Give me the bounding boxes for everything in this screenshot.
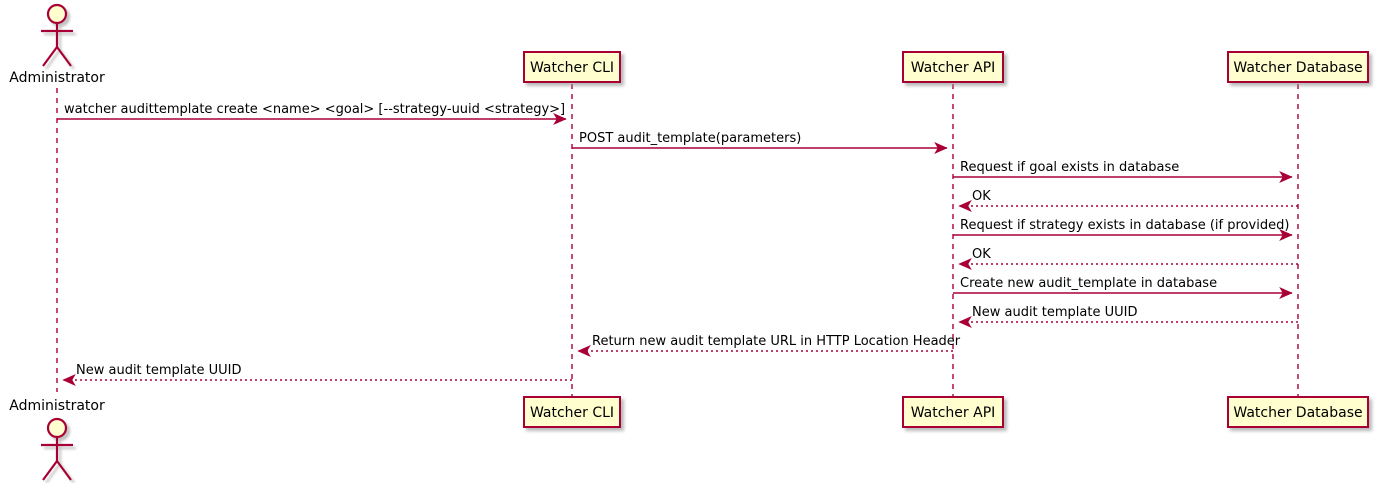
message-4[interactable]: OK <box>958 189 1298 212</box>
message-2[interactable]: POST audit_template(parameters) <box>572 131 948 154</box>
participant-watcher-cli-top[interactable]: Watcher CLI <box>523 51 621 83</box>
message-3[interactable]: Request if goal exists in database <box>953 160 1293 183</box>
participant-watcher-cli-bottom[interactable]: Watcher CLI <box>523 396 621 428</box>
message-label-9: Return new audit template URL in HTTP Lo… <box>592 334 961 349</box>
message-label-8: New audit template UUID <box>972 305 1137 320</box>
participant-watcher-api-bottom[interactable]: Watcher API <box>902 396 1004 428</box>
message-label-3: Request if goal exists in database <box>960 160 1179 175</box>
actor-label-administrator-top: Administrator <box>9 70 105 86</box>
message-label-2: POST audit_template(parameters) <box>579 131 801 146</box>
message-6[interactable]: OK <box>958 247 1298 270</box>
participant-watcher-database-top[interactable]: Watcher Database <box>1227 51 1369 83</box>
participant-label-watcher-database-bottom: Watcher Database <box>1233 405 1362 421</box>
message-label-1: watcher audittemplate create <name> <goa… <box>64 102 565 117</box>
participant-label-watcher-api-top: Watcher API <box>911 60 996 76</box>
actor-figure-top-icon <box>41 3 73 67</box>
actor-label-administrator-bottom: Administrator <box>9 398 105 414</box>
message-8[interactable]: New audit template UUID <box>958 305 1298 328</box>
participant-box-watcher-api-top[interactable] <box>902 51 1004 83</box>
message-10[interactable]: New audit template UUID <box>62 363 572 386</box>
participant-label-watcher-api-bottom: Watcher API <box>911 405 996 421</box>
participant-watcher-database-bottom[interactable]: Watcher Database <box>1227 396 1369 428</box>
participant-box-watcher-cli-top[interactable] <box>523 51 621 83</box>
message-1[interactable]: watcher audittemplate create <name> <goa… <box>57 102 567 125</box>
participant-label-watcher-database-top: Watcher Database <box>1233 60 1362 76</box>
participant-box-watcher-database-top[interactable] <box>1227 51 1369 83</box>
message-7[interactable]: Create new audit_template in database <box>953 276 1293 299</box>
participant-box-watcher-api-bottom[interactable] <box>902 396 1004 428</box>
participant-label-watcher-cli-bottom: Watcher CLI <box>530 405 614 421</box>
message-label-10: New audit template UUID <box>76 363 241 378</box>
lifelines-group <box>56 84 1299 397</box>
participant-label-watcher-cli-top: Watcher CLI <box>530 60 614 76</box>
participant-box-watcher-cli-bottom[interactable] <box>523 396 621 428</box>
actor-administrator-top[interactable]: Administrator <box>9 3 105 86</box>
message-label-6: OK <box>972 247 991 262</box>
message-label-4: OK <box>972 189 991 204</box>
actor-administrator-bottom[interactable]: Administrator <box>9 398 105 481</box>
participant-box-watcher-database-bottom[interactable] <box>1227 396 1369 428</box>
message-label-7: Create new audit_template in database <box>960 276 1217 291</box>
participant-watcher-api-top[interactable]: Watcher API <box>902 51 1004 83</box>
message-label-5: Request if strategy exists in database (… <box>960 218 1289 233</box>
actor-figure-bottom-icon <box>41 417 73 481</box>
message-9[interactable]: Return new audit template URL in HTTP Lo… <box>577 334 961 357</box>
message-5[interactable]: Request if strategy exists in database (… <box>953 218 1293 241</box>
